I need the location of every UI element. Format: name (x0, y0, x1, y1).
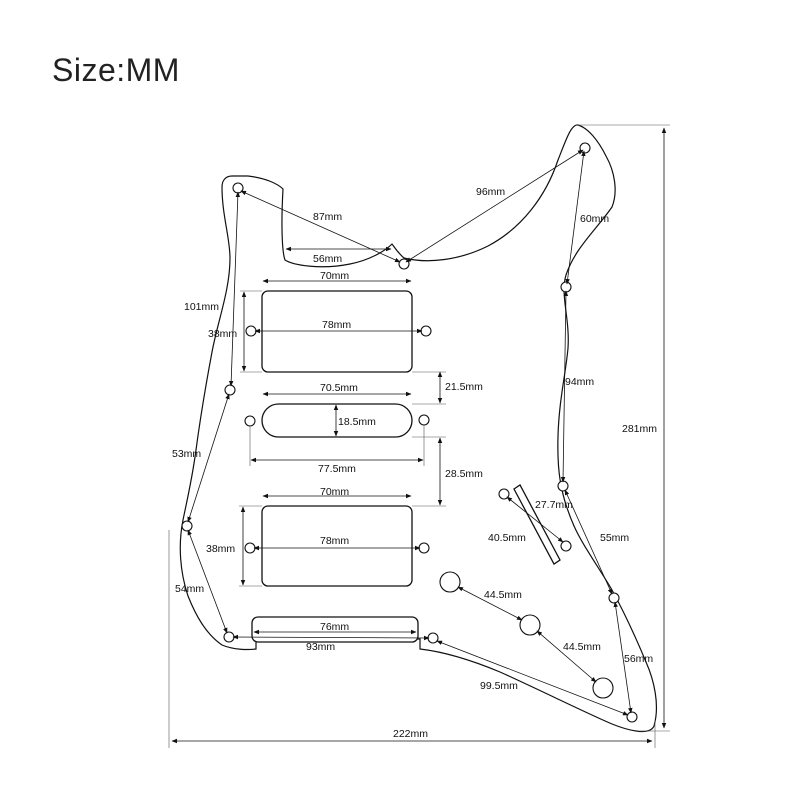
switch-mount-hole (560, 540, 572, 552)
screw-hole (560, 281, 572, 293)
dim-label: 94mm (565, 376, 594, 388)
dim-label: 53mm (172, 448, 201, 460)
screw-hole (557, 480, 569, 492)
dim-label: 70mm (320, 270, 349, 282)
dim-label: 44.5mm (484, 589, 522, 601)
dim-label: 55mm (600, 532, 629, 544)
dim-label: 96mm (476, 186, 505, 198)
dim-label: 70.5mm (320, 382, 358, 394)
dim-label: 93mm (306, 641, 335, 653)
tone-pot-hole-2 (592, 677, 614, 699)
dim-label: 54mm (175, 583, 204, 595)
switch-mount-hole (498, 488, 510, 500)
dim-label: 40.5mm (488, 532, 526, 544)
volume-pot-hole (439, 571, 461, 593)
middle-single-coil-cutout (261, 403, 413, 438)
dim-label: 38mm (208, 328, 237, 340)
dim-label: 60mm (580, 213, 609, 225)
pickup-mount-hole (244, 415, 256, 427)
screw-hole (181, 520, 193, 532)
pickup-mount-hole (418, 414, 430, 426)
dim-label: 101mm (184, 301, 219, 313)
screw-hole (579, 142, 591, 154)
dim-label: 99.5mm (480, 680, 518, 692)
dim-label: 76mm (320, 621, 349, 633)
dim-label: 77.5mm (318, 463, 356, 475)
dim-label: 222mm (393, 728, 428, 740)
dim-label: 281mm (622, 423, 657, 435)
dim-label: 38mm (206, 543, 235, 555)
screw-hole (398, 258, 410, 270)
tone-pot-hole (519, 614, 541, 636)
dim-label: 78mm (322, 319, 351, 331)
screw-hole (626, 711, 638, 723)
screw-hole (224, 384, 236, 396)
dimension-labels: 96mm 87mm 60mm 56mm 70mm 101mm 38mm 78mm… (172, 186, 657, 740)
pickup-mount-hole (245, 325, 257, 337)
dim-label: 44.5mm (563, 641, 601, 653)
dim-label: 21.5mm (445, 381, 483, 393)
screw-hole (608, 592, 620, 604)
neck-humbucker-cutout (261, 290, 413, 373)
dim-label: 87mm (313, 211, 342, 223)
screw-hole (427, 632, 439, 644)
screw-hole (223, 631, 235, 643)
pickup-mount-hole (418, 542, 430, 554)
switch-slot (513, 484, 561, 565)
dim-label: 56mm (624, 653, 653, 665)
pickup-mount-hole (420, 325, 432, 337)
dim-label: 78mm (320, 535, 349, 547)
dim-label: 18.5mm (338, 416, 376, 428)
dim-label: 70mm (320, 486, 349, 498)
dim-label: 56mm (313, 253, 342, 265)
dim-label: 28.5mm (445, 468, 483, 480)
size-unit-title: Size:MM (52, 52, 180, 88)
dimension-lines (168, 124, 670, 748)
dim-label: 27.7mm (535, 499, 573, 511)
pickup-mount-hole (244, 542, 256, 554)
